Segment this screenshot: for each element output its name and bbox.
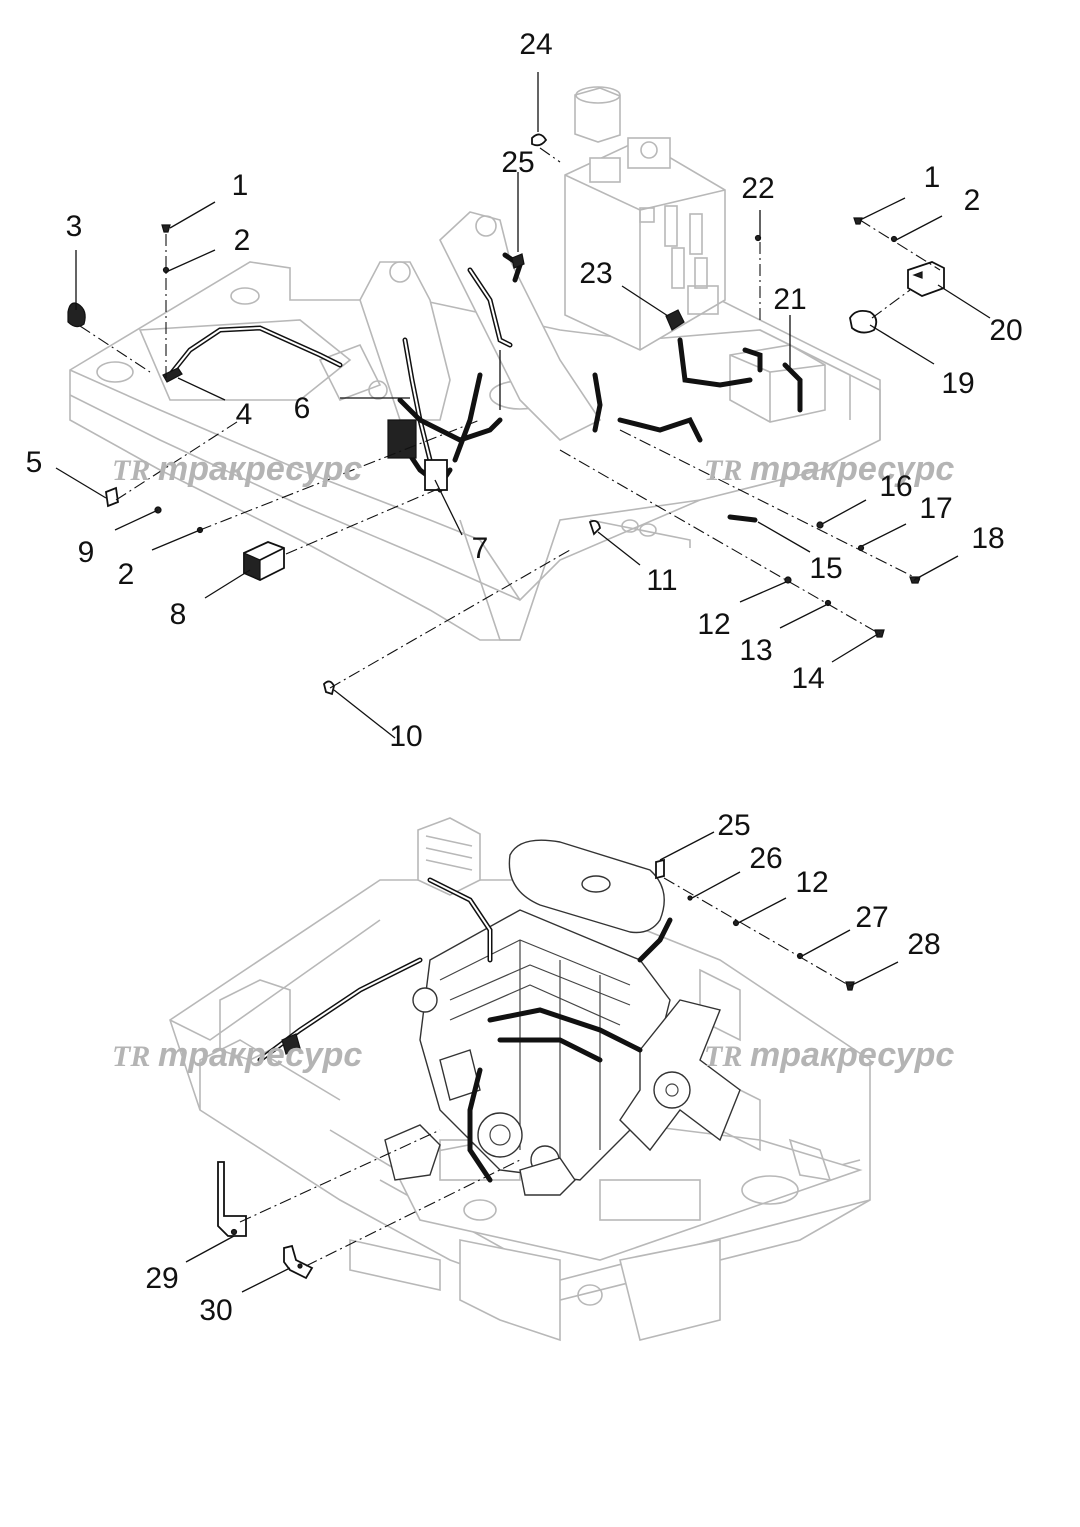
part-23-switch [665,309,685,331]
watermark-logo: TR [704,1040,742,1073]
callout-label: 24 [519,28,552,61]
watermark-logo: TR [112,1040,150,1073]
callout-label: 15 [809,552,842,585]
watermark-brand-text: тракресурс [158,1036,362,1074]
watermark-brand-text: тракресурс [750,450,954,488]
watermark-bottom-left: TR тракресурс [112,1036,362,1074]
watermark-logo: TR [112,454,150,487]
part-12-nut-bottom [732,919,740,927]
callout-label: 25 [717,809,750,842]
callout-label: 12 [795,866,828,899]
part-20-bracket [907,261,945,297]
callout-label: 7 [472,532,489,565]
part-10-clamp [323,680,335,696]
callout-label: 17 [919,492,952,525]
callout-label: 30 [199,1294,232,1327]
callout-label: 10 [389,720,422,753]
part-8-control-box [243,541,285,581]
part-26-washer [687,895,693,901]
callout-label: 2 [234,224,251,257]
callout-label: 16 [879,470,912,503]
callout-label: 19 [941,367,974,400]
callout-label: 26 [749,842,782,875]
callout-label: 21 [773,283,806,316]
part-25-bracket-bottom [655,858,665,880]
watermark-bottom-right: TR тракресурс [704,1036,954,1074]
part-24-clip [531,133,548,147]
lower-alignment-lines [239,877,851,1267]
part-11-clamp [588,519,601,536]
watermark-brand-text: тракресурс [750,1036,954,1074]
watermark-logo: TR [704,454,742,487]
part-25-connector-top [511,253,525,269]
watermark-top-right: TR тракресурс [704,450,954,488]
callout-label: 22 [741,172,774,205]
callout-label: 1 [924,161,941,194]
upper-frame-assembly [69,86,881,641]
callout-label: 29 [145,1262,178,1295]
watermark-top-left: TR тракресурс [112,450,362,488]
upper-leader-lines [55,72,991,739]
callout-label: 27 [855,901,888,934]
callout-label: 8 [170,598,187,631]
callout-label: 9 [78,536,95,569]
part-5-clip [105,486,119,508]
part-16-nut [816,521,824,529]
callout-label: 25 [501,146,534,179]
callout-label: 2 [964,184,981,217]
upper-wiring-harness [167,252,803,523]
part-1-bolt-left [161,224,171,233]
callout-label: 4 [236,398,253,431]
part-19-horn [849,309,878,334]
upper-callouts: 24 25 1 2 3 22 1 2 23 21 20 19 4 6 5 9 2… [26,28,1023,753]
part-29-bracket [217,1161,247,1237]
part-3-grommet [67,302,86,328]
engine-assembly [257,839,741,1196]
callout-label: 3 [66,210,83,243]
callout-label: 14 [791,662,824,695]
upper-alignment-lines [79,147,941,689]
part-4-connector [162,367,183,383]
callout-label: 12 [697,608,730,641]
callout-label: 11 [646,564,677,597]
callout-label: 20 [989,314,1022,347]
callout-label: 1 [232,169,249,202]
callout-label: 23 [579,257,612,290]
lower-leader-lines [185,831,899,1293]
watermark-brand-text: тракресурс [158,450,362,488]
callout-label: 18 [971,522,1004,555]
callout-label: 28 [907,928,940,961]
callout-label: 2 [118,558,135,591]
callout-label: 13 [739,634,772,667]
callout-label: 5 [26,446,43,479]
callout-label: 6 [294,392,311,425]
part-30-bracket [283,1244,314,1280]
lower-callouts: 25 26 12 27 28 29 30 [145,809,940,1327]
